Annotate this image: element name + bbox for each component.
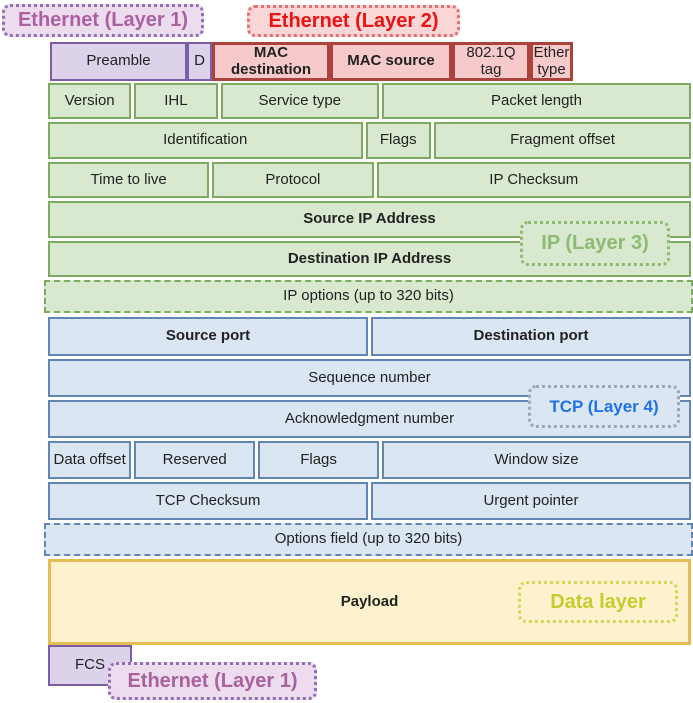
tcp-data-offset-field: Data offset — [48, 441, 132, 479]
data-layer-label: Data layer — [518, 581, 678, 623]
ip-options-field: IP options (up to 320 bits) — [44, 280, 693, 313]
ip-service-type-field: Service type — [220, 83, 379, 119]
ip-source-address-field: Source IP Address — [48, 201, 691, 238]
ip-packet-length-field: Packet length — [382, 83, 691, 119]
ip-row-2: Identification Flags Fragment offset — [48, 122, 691, 159]
ethernet-header-row: Preamble D MAC destination MAC source 80… — [50, 42, 573, 81]
ip-version-field: Version — [48, 83, 132, 119]
tcp-source-port-field: Source port — [48, 317, 368, 356]
tcp-flags-field: Flags — [258, 441, 379, 479]
ethernet-layer1-top-label: Ethernet (Layer 1) — [2, 4, 204, 37]
tcp-reserved-field: Reserved — [134, 441, 256, 479]
ip-protocol-field: Protocol — [212, 162, 374, 198]
tcp-window-size-field: Window size — [382, 441, 691, 479]
ether-type-field: Ether type — [530, 42, 573, 81]
ip-checksum-field: IP Checksum — [376, 162, 691, 198]
sfd-field: D — [187, 42, 212, 81]
ip-layer3-label: IP (Layer 3) — [520, 221, 670, 266]
ip-identification-field: Identification — [48, 122, 363, 159]
ip-fragment-offset-field: Fragment offset — [433, 122, 691, 159]
tcp-options-field: Options field (up to 320 bits) — [44, 523, 693, 556]
ip-ihl-field: IHL — [134, 83, 218, 119]
ip-row-1: Version IHL Service type Packet length — [48, 83, 691, 119]
tcp-destination-port-field: Destination port — [371, 317, 691, 356]
ip-flags-field: Flags — [365, 122, 431, 159]
tcp-checksum-field: TCP Checksum — [48, 482, 368, 520]
ethernet-layer1-bottom-label: Ethernet (Layer 1) — [108, 662, 317, 700]
mac-destination-field: MAC destination — [212, 42, 330, 81]
ethernet-layer2-top-label: Ethernet (Layer 2) — [247, 5, 460, 37]
tcp-ports-row: Source port Destination port — [48, 317, 691, 356]
ip-source-address-row: Source IP Address — [48, 201, 691, 238]
dot1q-tag-field: 802.1Q tag — [452, 42, 530, 81]
ip-row-3: Time to live Protocol IP Checksum — [48, 162, 691, 198]
ip-ttl-field: Time to live — [48, 162, 210, 198]
tcp-checksum-row: TCP Checksum Urgent pointer — [48, 482, 691, 520]
tcp-layer4-label: TCP (Layer 4) — [528, 385, 680, 428]
preamble-field: Preamble — [50, 42, 187, 81]
tcp-urgent-pointer-field: Urgent pointer — [371, 482, 691, 520]
tcp-offset-row: Data offset Reserved Flags Window size — [48, 441, 691, 479]
mac-source-field: MAC source — [330, 42, 452, 81]
